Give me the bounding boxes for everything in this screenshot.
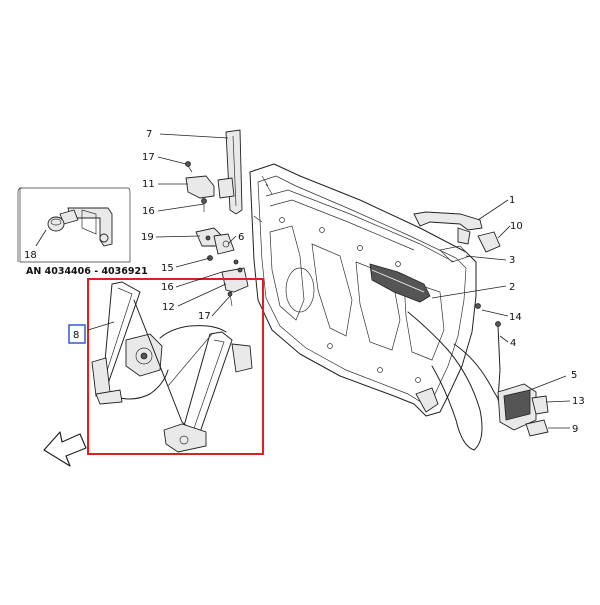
- label-19[interactable]: 19: [141, 232, 154, 243]
- inner-handle-group: [369, 263, 431, 303]
- part-13-striker: [531, 395, 549, 415]
- part-10-lock-cylinder: [477, 231, 501, 253]
- door-shell: [249, 163, 477, 417]
- label-3[interactable]: 3: [509, 255, 515, 266]
- door-check-strap-detail: [59, 207, 113, 247]
- label-15[interactable]: 15: [161, 263, 174, 274]
- part-18-bumper: [47, 216, 65, 232]
- part-6-check-link: [213, 233, 235, 255]
- label-6[interactable]: 6: [238, 232, 244, 243]
- label-7[interactable]: 7: [146, 129, 152, 140]
- part-7-hinge-bracket: [225, 129, 243, 215]
- label-8[interactable]: 8: [73, 330, 79, 341]
- selected-label-box: [68, 324, 86, 344]
- label-13[interactable]: 13: [572, 396, 585, 407]
- label-2[interactable]: 2: [509, 282, 515, 293]
- label-16-bottom[interactable]: 16: [161, 282, 174, 293]
- direction-arrow: [43, 431, 87, 467]
- label-5[interactable]: 5: [571, 370, 577, 381]
- hinge-cluster: [185, 129, 249, 307]
- part-8-window-regulator: [91, 281, 253, 453]
- part-1-outer-handle: [413, 211, 483, 231]
- label-18[interactable]: 18: [24, 250, 37, 261]
- label-11[interactable]: 11: [142, 179, 155, 190]
- release-cable: [407, 311, 483, 451]
- inset-callout: 18: [17, 187, 131, 263]
- part-labels: 7 17 11 16 19 6 15 16 12 17 8 1 10 3 2 1…: [68, 129, 585, 435]
- outer-handle-group: [413, 211, 501, 263]
- label-17-bottom[interactable]: 17: [198, 311, 211, 322]
- lock-rod: [497, 325, 501, 401]
- part-5-door-lock: [497, 383, 549, 437]
- highlight-box: [87, 278, 264, 455]
- leader-lines: [87, 133, 571, 429]
- part-2-inner-handle: [369, 263, 431, 303]
- label-10[interactable]: 10: [510, 221, 523, 232]
- part-14-screw: [475, 303, 481, 309]
- part-11-hinge: [185, 175, 215, 199]
- label-17-top[interactable]: 17: [142, 152, 155, 163]
- label-9[interactable]: 9: [572, 424, 578, 435]
- part-9-latch-cover: [525, 419, 549, 437]
- label-16-top[interactable]: 16: [142, 206, 155, 217]
- label-4[interactable]: 4: [510, 338, 516, 349]
- serial-range-caption: AN 4034406 - 4036921: [26, 266, 148, 277]
- part-3-gasket: [439, 245, 471, 263]
- label-12[interactable]: 12: [162, 302, 175, 313]
- label-1[interactable]: 1: [509, 195, 515, 206]
- label-14[interactable]: 14: [509, 312, 522, 323]
